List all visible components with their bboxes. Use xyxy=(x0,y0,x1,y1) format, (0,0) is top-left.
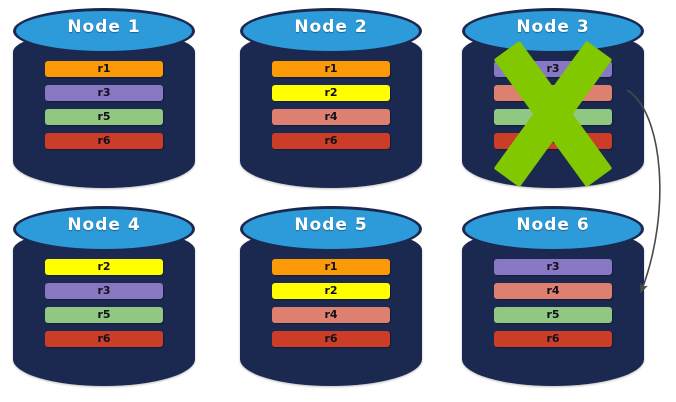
node-4-records: r2 r3 r5 r6 xyxy=(45,259,163,347)
node-4-label: Node 4 xyxy=(67,215,141,235)
record-bar[interactable]: r1 xyxy=(45,61,163,77)
record-bar[interactable]: r6 xyxy=(494,331,612,347)
node-6-label: Node 6 xyxy=(516,215,590,235)
node-6-records: r3 r4 r5 r6 xyxy=(494,259,612,347)
node-1[interactable]: Node 1 r1 r3 r5 r6 xyxy=(13,8,195,188)
node-1-cylinder-top xyxy=(13,8,195,54)
record-bar[interactable]: r4 xyxy=(272,307,390,323)
node-5-cylinder-top xyxy=(240,206,422,252)
node-6-cylinder-top xyxy=(462,206,644,252)
record-bar[interactable]: r5 xyxy=(45,109,163,125)
record-bar[interactable]: r6 xyxy=(45,331,163,347)
record-bar[interactable]: r3 xyxy=(494,259,612,275)
record-bar[interactable]: r5 xyxy=(45,307,163,323)
record-bar[interactable]: r5 xyxy=(494,109,612,125)
node-6[interactable]: Node 6 r3 r4 r5 r6 xyxy=(462,206,644,386)
node-4[interactable]: Node 4 r2 r3 r5 r6 xyxy=(13,206,195,386)
node-1-label: Node 1 xyxy=(67,17,141,37)
node-3-label: Node 3 xyxy=(516,17,590,37)
record-bar[interactable]: r3 xyxy=(45,85,163,101)
record-bar[interactable]: r6 xyxy=(45,133,163,149)
record-bar[interactable]: r1 xyxy=(272,61,390,77)
node-2-label: Node 2 xyxy=(294,17,368,37)
node-3-records: r3 r4 r5 r6 xyxy=(494,61,612,149)
record-bar[interactable]: r3 xyxy=(45,283,163,299)
node-2-records: r1 r2 r4 r6 xyxy=(272,61,390,149)
record-bar[interactable]: r3 xyxy=(494,61,612,77)
record-bar[interactable]: r6 xyxy=(272,133,390,149)
node-2[interactable]: Node 2 r1 r2 r4 r6 xyxy=(240,8,422,188)
record-bar[interactable]: r6 xyxy=(272,331,390,347)
record-bar[interactable]: r2 xyxy=(272,85,390,101)
record-bar[interactable]: r6 xyxy=(494,133,612,149)
node-3[interactable]: Node 3 r3 r4 r5 r6 xyxy=(462,8,644,188)
record-bar[interactable]: r4 xyxy=(494,283,612,299)
node-2-cylinder-top xyxy=(240,8,422,54)
record-bar[interactable]: r2 xyxy=(272,283,390,299)
record-bar[interactable]: r2 xyxy=(45,259,163,275)
node-4-cylinder-top xyxy=(13,206,195,252)
node-5-label: Node 5 xyxy=(294,215,368,235)
node-5[interactable]: Node 5 r1 r2 r4 r6 xyxy=(240,206,422,386)
record-bar[interactable]: r4 xyxy=(272,109,390,125)
record-bar[interactable]: r4 xyxy=(494,85,612,101)
record-bar[interactable]: r1 xyxy=(272,259,390,275)
node-5-records: r1 r2 r4 r6 xyxy=(272,259,390,347)
node-1-records: r1 r3 r5 r6 xyxy=(45,61,163,149)
record-bar[interactable]: r5 xyxy=(494,307,612,323)
